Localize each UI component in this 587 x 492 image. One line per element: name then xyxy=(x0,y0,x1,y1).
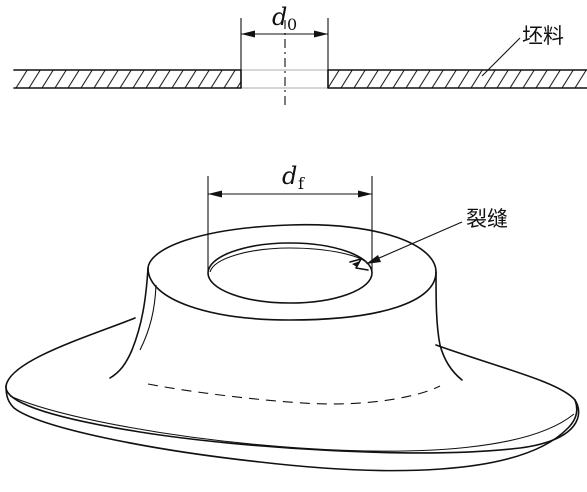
material-leader xyxy=(481,37,521,77)
collar-top-rim xyxy=(147,223,437,321)
flanged-part xyxy=(5,223,580,472)
collar-shading-line xyxy=(139,284,157,351)
df-subscript: f xyxy=(298,174,305,193)
crack-leader-arrow xyxy=(366,255,381,264)
d0-symbol: d xyxy=(272,3,287,31)
d0-subscript: 0 xyxy=(287,15,297,34)
blank-section xyxy=(13,20,587,108)
crack-leader xyxy=(369,221,463,263)
material-label: 坯料 xyxy=(522,24,564,48)
hole-opening xyxy=(207,242,373,304)
df-arrow-right xyxy=(358,190,372,198)
neck-base-hidden-edge xyxy=(147,383,441,405)
crack-callout: 裂缝 xyxy=(366,207,508,264)
df-dimension: d f xyxy=(207,162,373,272)
crack-shading xyxy=(352,261,360,267)
hole-inner-wall xyxy=(209,247,369,273)
d0-arrow-right xyxy=(314,30,328,38)
df-arrow-left xyxy=(208,190,222,198)
flange-outline xyxy=(5,317,580,454)
collar-left-wall xyxy=(109,267,149,379)
collar-right-wall xyxy=(435,271,463,381)
d0-arrow-left xyxy=(241,30,255,38)
crack-label: 裂缝 xyxy=(466,207,508,231)
material-callout: 坯料 xyxy=(481,24,564,77)
flange-thickness xyxy=(5,385,578,472)
blank-right-hatch xyxy=(328,70,587,88)
blank-left-outline xyxy=(13,69,242,89)
blank-right-outline xyxy=(327,69,587,89)
flange-rim-line xyxy=(9,395,575,452)
df-symbol: d xyxy=(282,162,297,190)
blank-left-hatch xyxy=(14,70,241,88)
d0-dimension: d 0 xyxy=(240,3,329,70)
